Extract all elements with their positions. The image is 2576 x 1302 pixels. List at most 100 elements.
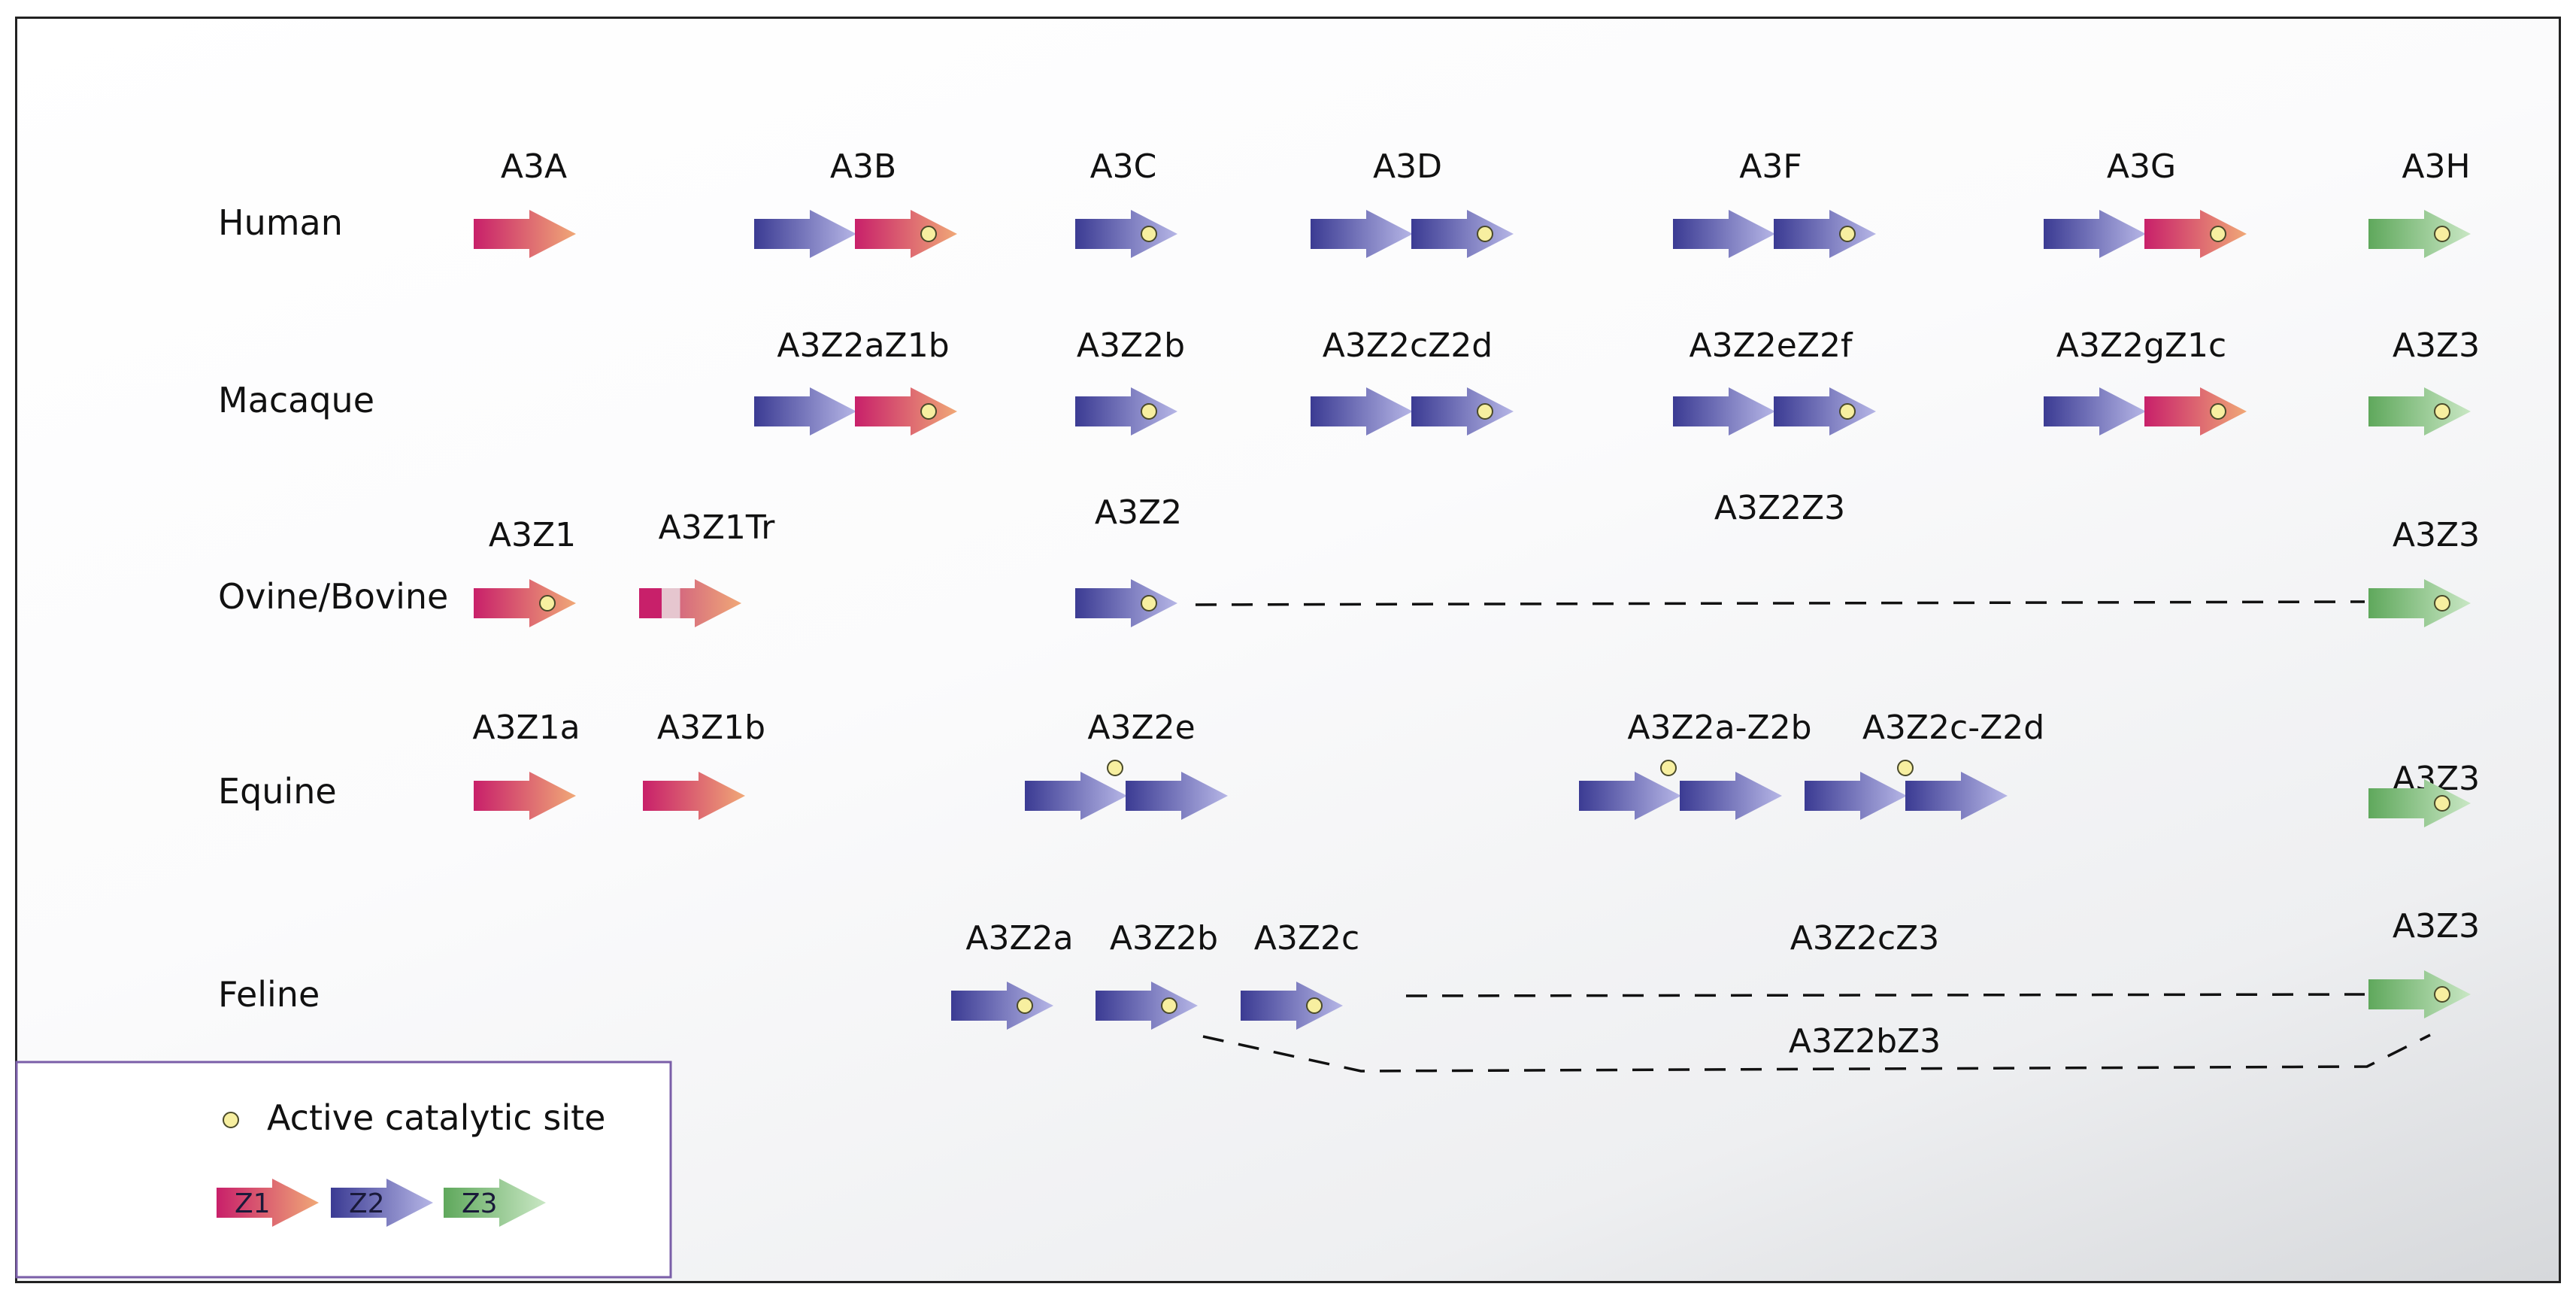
domain-arrow-z1-19: [2144, 387, 2247, 436]
domain-arrow-z2-14: [1311, 387, 1413, 436]
row-label-4: Feline: [218, 974, 320, 1015]
domain-arrow-z2-34: [951, 982, 1053, 1030]
catalytic-site-dot: [2434, 986, 2450, 1003]
catalytic-site-dot: [1141, 403, 1157, 420]
gene-label-7: A3Z2aZ1b: [777, 326, 949, 365]
domain-arrow-z2-16: [1673, 387, 1775, 436]
gene-label-13: A3Z1: [489, 516, 576, 554]
gene-label-2: A3C: [1090, 147, 1157, 186]
legend-site-dot: [223, 1112, 239, 1128]
legend: [15, 1061, 672, 1279]
catalytic-site-dot: [539, 595, 556, 612]
domain-arrow-z2-15: [1411, 387, 1514, 436]
domain-arrow-z1-21: [474, 579, 576, 627]
legend-label-z3: Z3: [462, 1188, 498, 1219]
domain-arrow-z2-27: [1025, 772, 1127, 820]
domain-arrow-z2-4: [1311, 210, 1413, 258]
domain-arrow-z2-18: [2044, 387, 2146, 436]
catalytic-site-dot: [2434, 226, 2450, 242]
gene-label-9: A3Z2cZ2d: [1323, 326, 1493, 365]
domain-arrow-z2-5: [1411, 210, 1514, 258]
catalytic-site-dot: [1839, 403, 1856, 420]
domain-arrow-z2-3: [1075, 210, 1177, 258]
domain-arrow-z2-11: [754, 387, 856, 436]
gene-label-19: A3Z1b: [657, 709, 765, 747]
connector-ovine-z2z3: [1195, 600, 2365, 606]
domain-arrow-z2-31: [1805, 772, 1907, 820]
legend-label-z1: Z1: [235, 1188, 271, 1219]
row-label-2: Ovine/Bovine: [218, 576, 448, 617]
domain-arrow-z2-7: [1774, 210, 1876, 258]
catalytic-site-dot: [1017, 997, 1033, 1014]
domain-arrow-z1-9: [2144, 210, 2247, 258]
gene-label-25: A3Z2b: [1110, 919, 1218, 958]
domain-arrow-z2-23: [1075, 579, 1177, 627]
catalytic-site-dot: [2434, 595, 2450, 612]
domain-arrow-z3-10: [2368, 210, 2471, 258]
gene-label-16: A3Z2Z3: [1714, 489, 1845, 527]
gene-label-18: A3Z1a: [472, 709, 580, 747]
gene-label-5: A3G: [2107, 147, 2176, 186]
domain-arrow-z2-17: [1774, 387, 1876, 436]
domain-arrow-z2-13: [1075, 387, 1177, 436]
legend-arrow-z3: [444, 1179, 546, 1227]
catalytic-site-dot: [1839, 226, 1856, 242]
gene-label-11: A3Z2gZ1c: [2056, 326, 2227, 365]
gene-label-14: A3Z1Tr: [659, 508, 776, 547]
catalytic-site-dot: [2210, 403, 2226, 420]
legend-label-z2: Z2: [349, 1188, 385, 1219]
gene-label-10: A3Z2eZ2f: [1690, 326, 1853, 365]
gene-label-20: A3Z2e: [1087, 709, 1195, 747]
gene-label-4: A3F: [1739, 147, 1802, 186]
catalytic-site-dot: [1141, 595, 1157, 612]
domain-arrow-z2-1: [754, 210, 856, 258]
domain-arrow-z2-8: [2044, 210, 2146, 258]
legend-site-label: Active catalytic site: [267, 1097, 605, 1138]
catalytic-site-dot-equine-1: [1107, 760, 1123, 776]
domain-arrow-z1-12: [855, 387, 957, 436]
catalytic-site-dot: [2210, 226, 2226, 242]
catalytic-site-dot: [2434, 795, 2450, 812]
catalytic-site-dot: [920, 403, 937, 420]
domain-arrow-z1-25: [474, 772, 576, 820]
domain-arrow-z2-35: [1096, 982, 1198, 1030]
gene-label-17: A3Z3: [2393, 516, 2480, 554]
connector-feline-z2bz3: [1202, 1033, 2431, 1073]
row-label-1: Macaque: [218, 380, 374, 420]
domain-arrow-z1-0: [474, 210, 576, 258]
legend-arrow-z1: [217, 1179, 319, 1227]
gene-label-24: A3Z2a: [965, 919, 1073, 958]
domain-arrow-z2-29: [1579, 772, 1681, 820]
domain-arrow-z2-28: [1126, 772, 1228, 820]
domain-arrow-z3-33: [2368, 779, 2471, 827]
catalytic-site-dot: [1477, 226, 1493, 242]
gene-label-26: A3Z2c: [1254, 919, 1359, 958]
gene-label-8: A3Z2b: [1077, 326, 1185, 365]
gene-label-3: A3D: [1373, 147, 1442, 186]
catalytic-site-dot: [2434, 403, 2450, 420]
gene-label-21: A3Z2a-Z2b: [1627, 709, 1811, 747]
catalytic-site-dot: [1161, 997, 1177, 1014]
domain-arrow-z3-20: [2368, 387, 2471, 436]
domain-arrow-z2-32: [1905, 772, 2008, 820]
domain-arrow-z3-24: [2368, 579, 2471, 627]
gene-label-6: A3H: [2402, 147, 2470, 186]
gene-label-27: A3Z2cZ3: [1790, 919, 1940, 958]
domain-arrow-z2-36: [1241, 982, 1343, 1030]
row-label-0: Human: [218, 202, 343, 243]
domain-arrow-z1-26: [643, 772, 745, 820]
legend-arrow-z2: [331, 1179, 433, 1227]
catalytic-site-dot-equine-2: [1660, 760, 1677, 776]
gene-label-15: A3Z2: [1095, 493, 1182, 532]
domain-arrow-z1tr-22: [639, 579, 741, 627]
catalytic-site-dot-equine-3: [1897, 760, 1914, 776]
gene-label-22: A3Z2c-Z2d: [1862, 709, 2044, 747]
gene-label-29: A3Z3: [2393, 907, 2480, 945]
gene-label-12: A3Z3: [2393, 326, 2480, 365]
catalytic-site-dot: [1141, 226, 1157, 242]
domain-arrow-z2-30: [1680, 772, 1782, 820]
gene-label-1: A3B: [830, 147, 896, 186]
domain-arrow-z2-6: [1673, 210, 1775, 258]
